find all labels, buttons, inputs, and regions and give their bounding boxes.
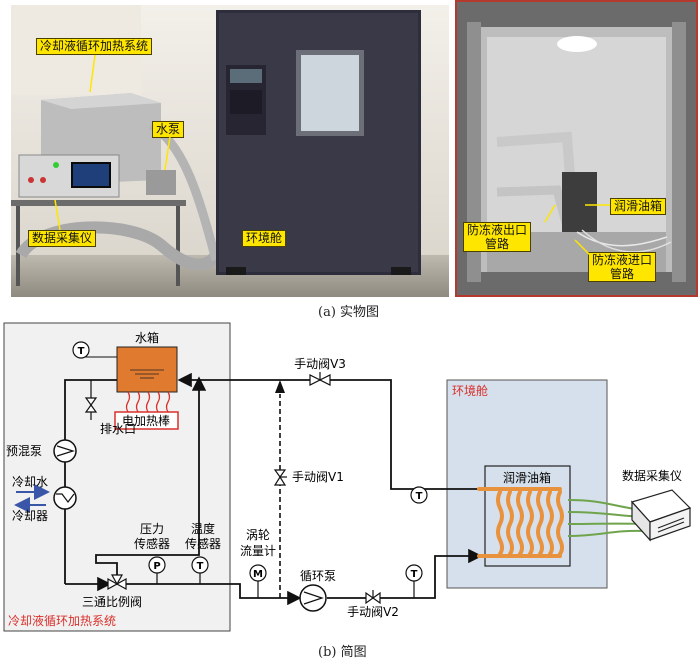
label-outlet-line: 防冻液出口 管路 [463,222,532,252]
return-t-symbol: T [416,491,423,502]
cooler-label: 冷却器 [12,509,48,523]
photo-lab-setup [11,5,449,297]
caption-a: (a) 实物图 [318,305,380,320]
pressure-sensor-label-1: 压力 [140,522,164,536]
oil-tank-coil [477,487,564,558]
tank-t-symbol: T [78,346,85,357]
line-sensors [148,486,428,598]
system-box-label: 冷却液循环加热系统 [8,613,116,628]
label-outlet-line-1: 防冻液出口 [467,223,528,237]
circulation-pump [299,584,327,612]
valve-v3 [309,372,331,386]
heater-coils [125,391,171,413]
valve-v2-label: 手动阀V2 [347,605,399,619]
valve-v2 [365,590,381,605]
circulation-pump-label: 循环泵 [300,569,336,583]
label-water-pump: 水泵 [152,121,185,138]
water-tank-label: 水箱 [135,330,159,345]
valve-v1 [273,469,287,486]
valve-v3-label: 手动阀V3 [294,357,346,371]
heater-label-box [114,411,179,430]
drain-label: 排水口 [100,422,136,436]
label-inlet-line-1: 防冻液进口 [592,253,653,267]
three-way-valve-label: 三通比例阀 [82,595,142,609]
label-chamber: 环境舱 [242,230,287,247]
outlet-t-symbol: T [411,569,418,580]
label-inlet-line: 防冻液进口 管路 [588,252,657,282]
label-inlet-line-2: 管路 [610,267,635,281]
flowmeter-label-1: 涡轮 [246,528,270,542]
drain-valve [84,380,98,420]
heater-label: 电加热棒 [122,414,170,428]
photo-pointer-lines [54,54,610,256]
valve-v1-label: 手动阀V1 [292,470,344,484]
water-tank [116,346,178,393]
temperature-sensor-label-1: 温度 [191,521,215,536]
flowmeter-m-symbol: M [253,569,263,580]
daq-label: 数据采集仪 [622,468,682,483]
chamber-label: 环境舱 [452,383,488,398]
temp-t-symbol: T [197,561,204,572]
daq-device-icon [630,489,692,542]
temperature-sensor-label-2: 传感器 [185,536,221,551]
schematic-diagram: T P T M T T 水箱 电加热棒 排水口 预混泵 冷却水 冷却器 压力 传… [3,322,692,632]
label-oil-tank: 润滑油箱 [610,198,667,215]
pressure-sensor-label-2: 传感器 [134,536,170,551]
label-daq: 数据采集仪 [28,230,97,247]
label-coolant-system: 冷却液循环加热系统 [36,38,153,55]
tank-temp-sensor [72,341,117,359]
caption-b: (b) 简图 [318,645,367,660]
flowmeter-label-2: 流量计 [240,544,276,558]
label-outlet-line-2: 管路 [485,237,510,251]
oil-tank-label: 润滑油箱 [503,470,551,485]
cooler [53,486,77,510]
premix-pump-label: 预混泵 [6,444,42,458]
three-way-valve [107,574,127,591]
pressure-p-symbol: P [153,561,160,572]
oil-tank-box [484,465,571,567]
cooling-water-label: 冷却水 [12,475,48,489]
premix-pump [53,439,77,463]
